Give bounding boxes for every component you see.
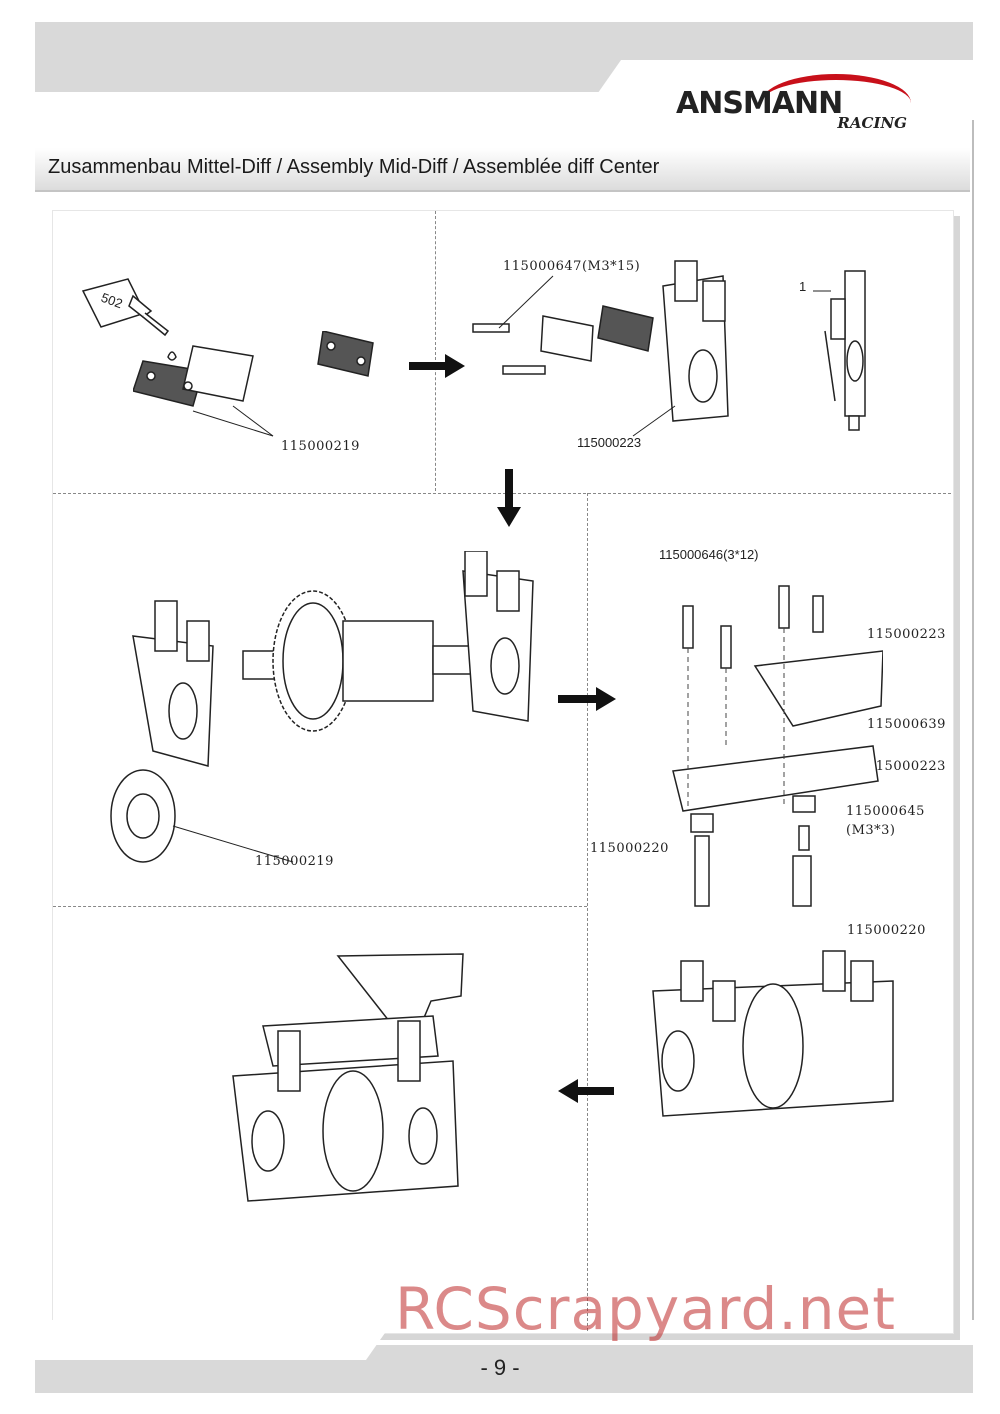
- side-rule: [972, 120, 974, 1320]
- part-115000639: 115000639: [867, 717, 946, 732]
- part-115000647: 115000647(M3*15): [503, 259, 641, 274]
- footer-cut: [0, 1320, 395, 1360]
- divider-top: [435, 211, 436, 491]
- brand-logo: ANSMANN RACING: [676, 74, 911, 140]
- part-115000219-b: 115000219: [255, 854, 334, 869]
- part-115000223-c: 115000223: [867, 759, 946, 774]
- logo-swoosh: [761, 74, 911, 132]
- diagram-frame: 502 115000219 115000647(M3*15): [52, 210, 954, 1334]
- arrow-right-1: [409, 354, 465, 378]
- part-115000220-b: 115000220: [847, 923, 926, 938]
- part-115000645-size: (M3*3): [846, 823, 896, 838]
- arrow-down: [497, 469, 521, 527]
- top-assembly-figure: [672, 585, 883, 907]
- part-115000223-a: 115000223: [577, 435, 642, 450]
- page-number: - 9 -: [480, 1355, 520, 1380]
- part-115000219-a: 115000219: [281, 439, 360, 454]
- diff-exploded-figure: [132, 551, 534, 767]
- final-assembly-figure: [232, 953, 464, 1202]
- gasket-disc-figure: [110, 769, 294, 863]
- logo-racing: RACING: [837, 114, 907, 132]
- divider-mid: [587, 493, 588, 1331]
- watermark: RCScrapyard.net: [395, 1275, 896, 1343]
- part-115000645: 115000645: [846, 804, 925, 819]
- part-115000223-b: 115000223: [867, 627, 946, 642]
- glue-bottle-figure: [81, 278, 177, 361]
- diff-assembly-figure: [652, 950, 894, 1117]
- section-title-bar: Zusammenbau Mittel-Diff / Assembly Mid-D…: [35, 148, 970, 192]
- divider-row2: [53, 906, 587, 907]
- part-115000220-a: 115000220: [590, 841, 669, 856]
- dimension-label: 1: [799, 279, 807, 294]
- arrow-left: [558, 1079, 614, 1103]
- plates-step1-figure: [133, 331, 374, 437]
- divider-row1: [53, 493, 951, 494]
- side-detail-figure: [813, 270, 866, 431]
- mount-screws-figure: [472, 260, 729, 437]
- section-title: Zusammenbau Mittel-Diff / Assembly Mid-D…: [48, 156, 660, 178]
- logo-brand: ANSMANN: [676, 86, 843, 121]
- arrow-right-2: [558, 687, 616, 711]
- part-115000646: 115000646(3*12): [659, 547, 759, 562]
